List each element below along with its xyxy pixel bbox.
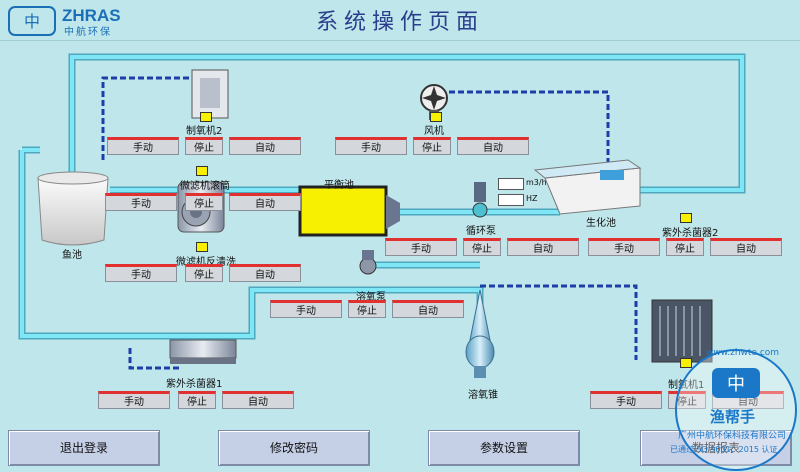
bio-tank-label: 生化池 <box>586 218 616 229</box>
flow-unit: m3/h <box>526 178 547 187</box>
backwash-manual-button[interactable]: 手动 <box>105 264 177 282</box>
header-bar: 中 ZHRAS 中航环保 系统操作页面 <box>0 0 800 41</box>
microfilter-indicator <box>196 166 208 176</box>
backwash-auto-button[interactable]: 自动 <box>229 264 301 282</box>
microfilter-manual-button[interactable]: 手动 <box>105 193 177 211</box>
fan-manual-button[interactable]: 手动 <box>335 137 407 155</box>
oxygen-maker-1-shape <box>651 299 713 363</box>
fan-stop-button[interactable]: 停止 <box>413 137 451 155</box>
watermark-site: www.zhwte.com <box>706 348 780 358</box>
oxygen-pump-stop-button[interactable]: 停止 <box>348 300 386 318</box>
oxygen-pump-manual-button[interactable]: 手动 <box>270 300 342 318</box>
oxygen-maker-2-indicator <box>200 112 212 122</box>
uv-sterilizer-2-auto-button[interactable]: 自动 <box>710 238 782 256</box>
settings-button[interactable]: 参数设置 <box>428 430 580 466</box>
microfilter-label: 微滤机滚筒 <box>180 181 230 192</box>
oxygen-pump-auto-button[interactable]: 自动 <box>392 300 464 318</box>
microfilter-stop-button[interactable]: 停止 <box>185 193 223 211</box>
microfilter-backwash-label: 微滤机反清洗 <box>176 257 236 268</box>
svg-text:中: 中 <box>24 12 40 31</box>
watermark-cert: 已通过ISO 9001：2015 认证 <box>670 445 778 454</box>
brand-name: ZHRAS <box>62 6 121 25</box>
oxygen-maker-2-label: 制氧机2 <box>186 126 223 137</box>
watermark-company: 广州中航环保科技有限公司 <box>678 431 787 441</box>
balance-tank-label: 平衡池 <box>324 180 354 191</box>
circulation-pump-label: 循环泵 <box>466 226 496 237</box>
freq-readout <box>498 194 524 206</box>
oxygen-pump-label: 溶氧泵 <box>356 292 386 303</box>
fan-auto-button[interactable]: 自动 <box>457 137 529 155</box>
circulation-pump-stop-button[interactable]: 停止 <box>463 238 501 256</box>
uv-sterilizer-1-stop-button[interactable]: 停止 <box>178 391 216 409</box>
uv-sterilizer-1-auto-button[interactable]: 自动 <box>222 391 294 409</box>
fan-indicator <box>430 112 442 122</box>
uv-sterilizer-1-label: 紫外杀菌器1 <box>166 379 223 390</box>
flow-readout <box>498 178 524 190</box>
oxygen-maker-2-manual-button[interactable]: 手动 <box>107 137 179 155</box>
oxygen-pump-shape <box>359 250 377 275</box>
fan-shape <box>420 84 448 120</box>
oxygen-maker-1-label: 制氧机1 <box>668 376 704 391</box>
backwash-stop-button[interactable]: 停止 <box>185 264 223 282</box>
oxygen-maker-2-stop-button[interactable]: 停止 <box>185 137 223 155</box>
oxygen-maker-1-manual-button[interactable]: 手动 <box>590 391 662 409</box>
fish-tank-label: 鱼池 <box>62 250 82 261</box>
balance-tank-shape <box>298 185 388 237</box>
microfilter-auto-button[interactable]: 自动 <box>229 193 301 211</box>
data-report-button[interactable]: 数据报表 <box>640 430 792 466</box>
oxygen-cone-label: 溶氧锥 <box>468 390 498 401</box>
circulation-pump-manual-button[interactable]: 手动 <box>385 238 457 256</box>
circulation-pump-auto-button[interactable]: 自动 <box>507 238 579 256</box>
page-title: 系统操作页面 <box>315 10 484 35</box>
uv-sterilizer-1-shape <box>169 339 237 364</box>
bio-tank-shape <box>533 159 642 215</box>
uv-sterilizer-2-manual-button[interactable]: 手动 <box>588 238 660 256</box>
zhras-logo-icon: 中 <box>8 6 56 36</box>
backwash-indicator <box>196 242 208 252</box>
oxygen-maker-1-indicator <box>680 358 692 368</box>
logout-button[interactable]: 退出登录 <box>8 430 160 466</box>
svg-text:中: 中 <box>727 374 745 395</box>
watermark-name: 渔帮手 <box>710 408 756 426</box>
change-password-button[interactable]: 修改密码 <box>218 430 370 466</box>
watermark-seal-icon: 中 <box>675 349 797 471</box>
uv2-indicator <box>680 213 692 223</box>
uv-sterilizer-2-stop-button[interactable]: 停止 <box>666 238 704 256</box>
uv-sterilizer-1-manual-button[interactable]: 手动 <box>98 391 170 409</box>
oxygen-cone-shape <box>465 289 495 378</box>
oxygen-maker-2-shape <box>191 69 229 119</box>
fan-label: 风机 <box>424 126 444 137</box>
uv-sterilizer-2-label: 紫外杀菌器2 <box>662 228 719 239</box>
freq-unit: HZ <box>526 194 538 203</box>
oxygen-maker-2-auto-button[interactable]: 自动 <box>229 137 301 155</box>
brand-name-cn: 中航环保 <box>64 27 112 38</box>
circulation-pump-shape <box>472 182 488 218</box>
watermark-stamp: 中 www.zhwte.com 渔帮手 广州中航环保科技有限公司 已通过ISO … <box>660 340 800 472</box>
